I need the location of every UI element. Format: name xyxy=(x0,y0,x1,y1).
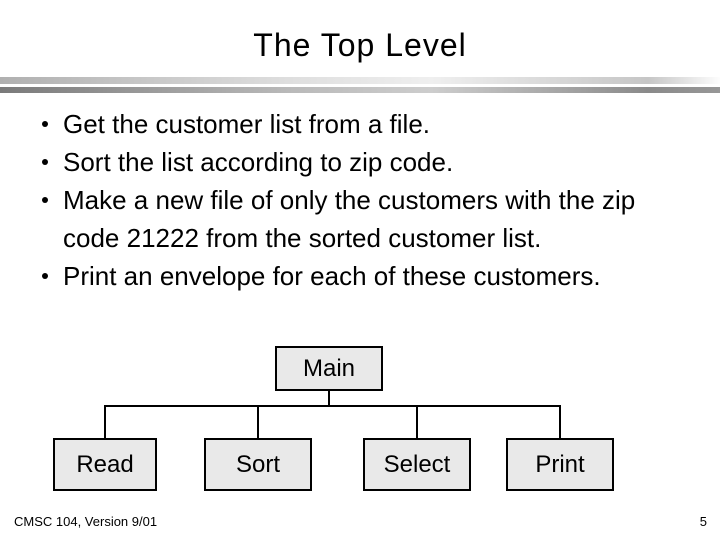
connector-drop-read xyxy=(104,405,106,440)
diagram-box-label: Read xyxy=(76,450,134,478)
connector-drop-select xyxy=(416,405,418,440)
connector-drop-sort xyxy=(257,405,259,440)
bullet-item: Get the customer list from a file. xyxy=(40,105,693,143)
connector-drop-print xyxy=(559,405,561,440)
bullet-dot xyxy=(42,159,48,165)
diagram-box-sort: Sort xyxy=(204,438,312,491)
diagram-box-read: Read xyxy=(53,438,157,491)
diagram-box-label: Main xyxy=(302,354,356,382)
footer-page-number: 5 xyxy=(699,514,707,529)
bullet-item: Make a new file of only the customers wi… xyxy=(40,181,693,257)
bullet-dot xyxy=(42,273,48,279)
footer-course-label: CMSC 104, Version 9/01 xyxy=(14,514,158,529)
bullet-list: Get the customer list from a file. Sort … xyxy=(40,105,688,295)
bullet-dot xyxy=(42,197,48,203)
connector-horizontal xyxy=(104,405,561,407)
title-rule-light xyxy=(0,77,720,84)
diagram-box-select: Select xyxy=(363,438,471,491)
diagram-box-main: Main xyxy=(275,346,383,391)
bullet-item: Print an envelope for each of these cust… xyxy=(40,257,693,295)
diagram-box-print: Print xyxy=(506,438,614,491)
diagram-box-label: Select xyxy=(383,450,451,478)
bullet-text: Sort the list according to zip code. xyxy=(63,147,454,177)
bullet-text: Make a new file of only the customers wi… xyxy=(63,185,636,253)
page-title: The Top Level xyxy=(253,27,467,63)
connector-main-drop xyxy=(328,390,330,407)
diagram-box-label: Sort xyxy=(235,450,280,478)
bullet-item: Sort the list according to zip code. xyxy=(40,143,693,181)
diagram-box-label: Print xyxy=(535,450,585,478)
title-rule-dark xyxy=(0,87,720,93)
bullet-dot xyxy=(42,121,48,127)
bullet-text: Print an envelope for each of these cust… xyxy=(63,261,601,291)
bullet-text: Get the customer list from a file. xyxy=(63,109,431,139)
